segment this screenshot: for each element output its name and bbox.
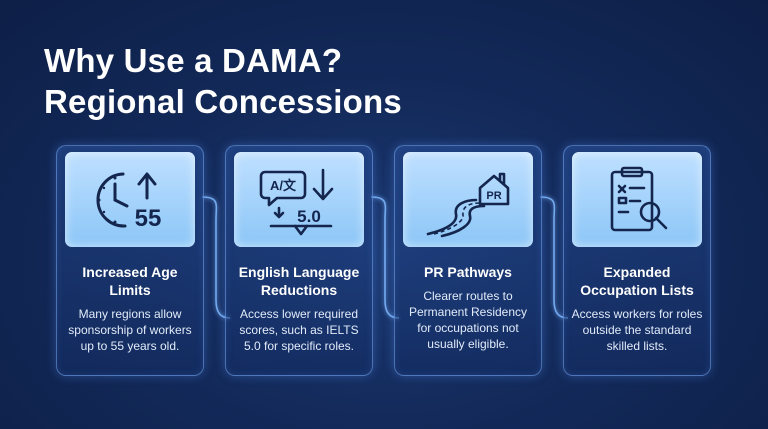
card-title: PR Pathways [424,264,512,280]
card-title: Increased Age Limits [82,264,178,298]
page-title-line-1: Why Use a DAMA? [44,42,343,79]
card-title: Expanded Occupation Lists [580,264,694,298]
page-title-line-2: Regional Concessions [44,83,402,120]
page-title: Why Use a DAMA? Regional Concessions [44,40,402,122]
card-description: Clearer routes to Permanent Residency fo… [408,289,528,351]
clipboard-search-icon [610,166,668,231]
card-description: Access lower required scores, such as IE… [239,307,359,353]
card-description: Many regions allow sponsorship of worker… [68,307,192,353]
clock-age-up-icon: 55 [96,172,162,232]
card-description: Access workers for roles outside the sta… [571,307,703,353]
card-icon-box: A/文 5.0 [234,152,364,247]
card-icon-box: PR [403,152,533,247]
card-title: English Language Reductions [238,264,360,298]
card-pr-pathways: PR PR Pathways Clearer routes to Permane… [394,145,542,376]
score-number: 5.0 [297,207,321,226]
card-age-limits: 55 Increased Age Limits Many regions all… [56,145,204,376]
language-score-down-icon: A/文 5.0 [259,168,334,235]
road-to-pr-house-icon: PR [426,172,510,237]
card-expanded-occupation-lists: Expanded Occupation Lists Access workers… [563,145,711,376]
card-english-language: A/文 5.0 English Language Reductions Acce… [225,145,373,376]
language-bubble-text: A/文 [270,178,297,193]
card-icon-box [572,152,702,247]
pr-house-label: PR [486,190,501,202]
age-number: 55 [135,205,162,232]
card-icon-box: 55 [65,152,195,247]
